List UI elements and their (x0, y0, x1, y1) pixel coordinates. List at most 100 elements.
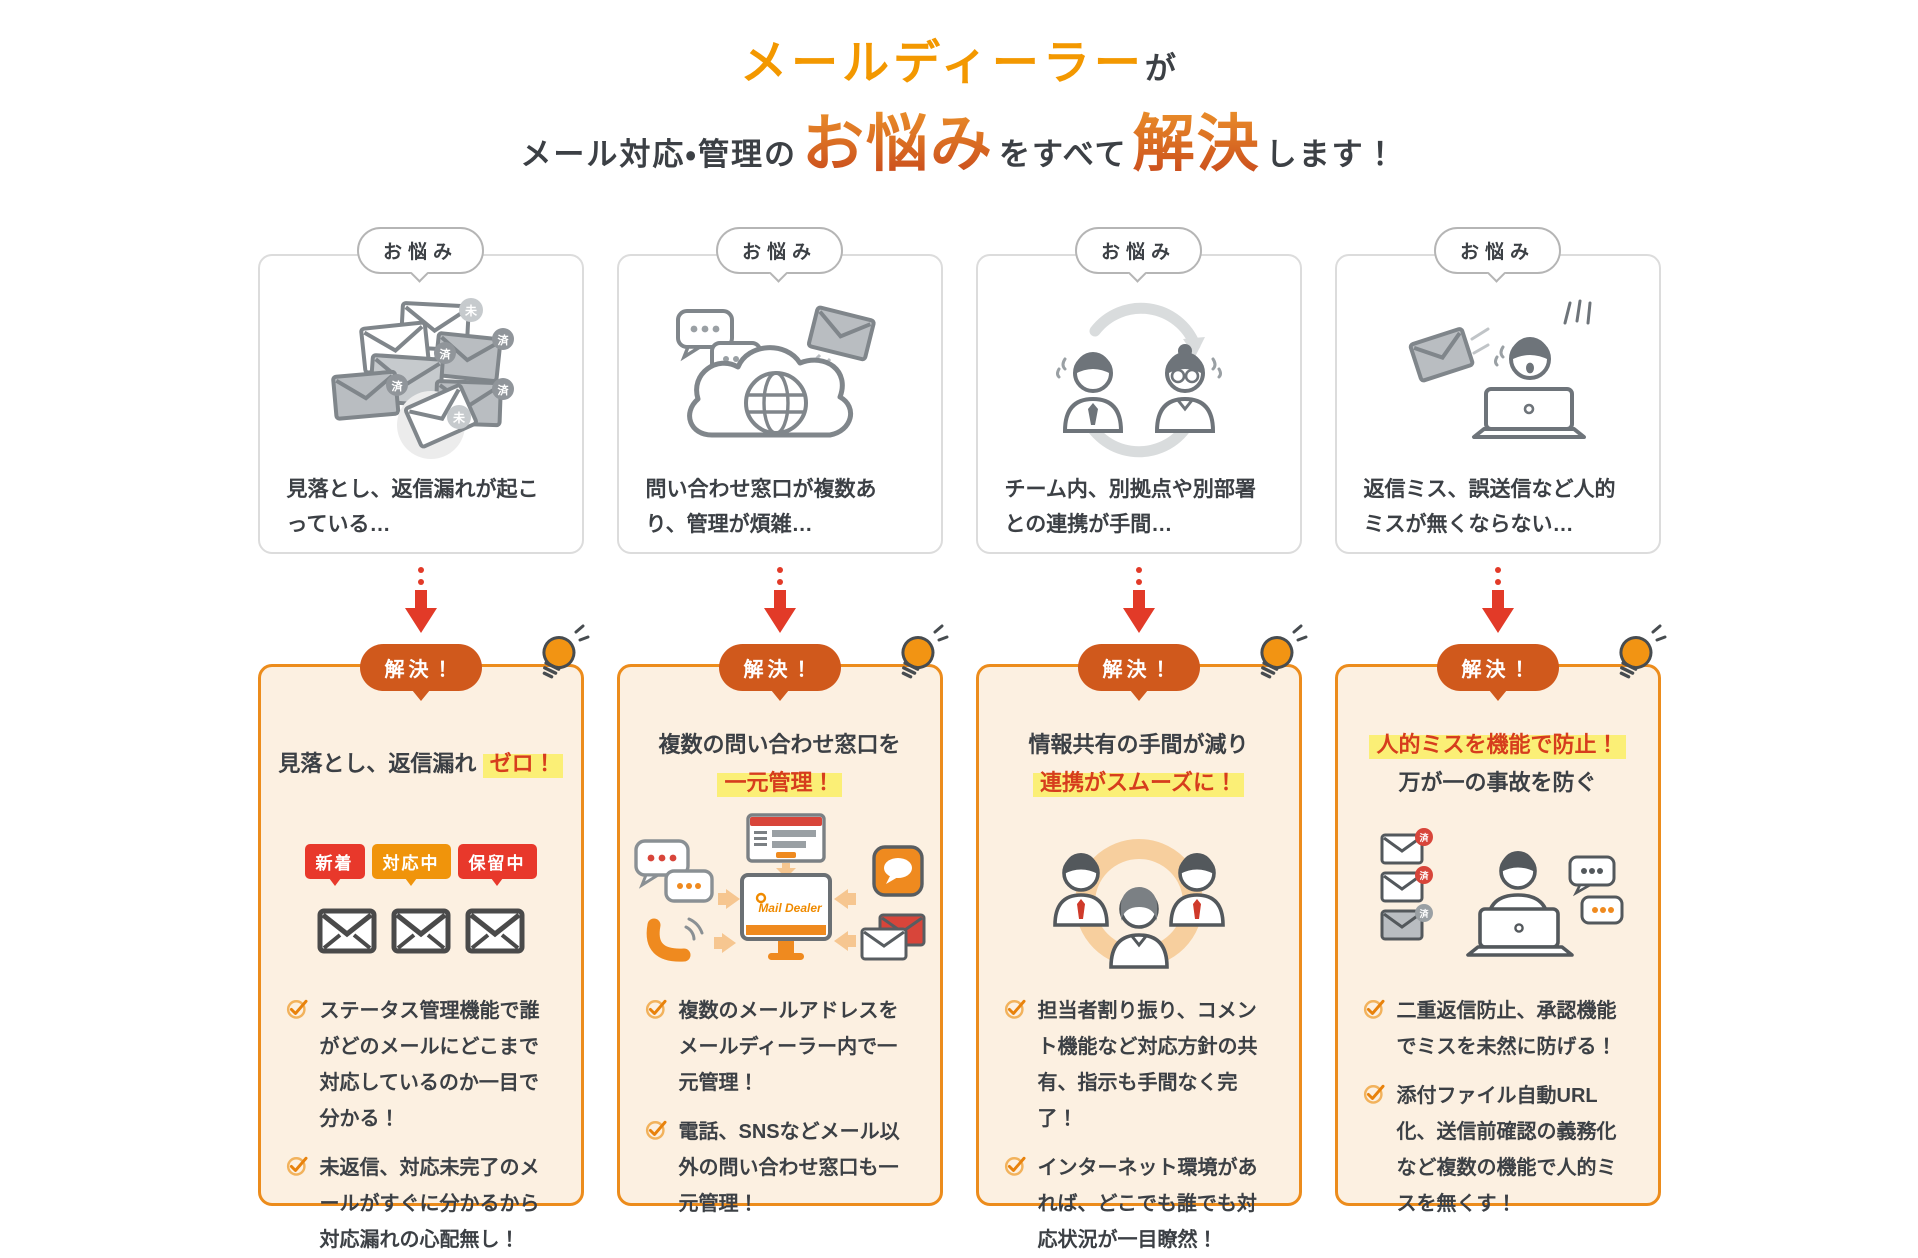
check-circle-icon (645, 999, 667, 1019)
problem-badge: お悩み (1433, 227, 1561, 283)
unread-badge: 未 (451, 410, 464, 425)
check-circle-icon (286, 999, 308, 1019)
solution-title-highlight: 連携がスムーズに！ (1033, 770, 1244, 797)
column-multiple-channels: お悩み (616, 227, 948, 1215)
done-badge: 済 (1419, 870, 1429, 881)
benefit-text: ステータス管理機能で誰がどのメールにどこまで対応しているのか一目で分かる！ (319, 1000, 540, 1130)
problem-badge-label: お悩み (382, 242, 458, 263)
envelope-icon (317, 908, 376, 954)
problem-card: 未 済 済 済 済 未 見落とし、返信漏れ (257, 254, 584, 554)
connector (404, 554, 438, 638)
status-badge-row: 新着 対応中 保留中 (304, 844, 537, 886)
benefit-item: 二重返信防止、承認機能でミスを未然に防げる！ (1361, 993, 1635, 1065)
dot (417, 579, 424, 585)
cloud-channels-illustration (670, 294, 890, 464)
dot (1494, 567, 1501, 573)
solution-badge-label: 解決！ (1461, 659, 1534, 681)
problem-text: 返信ミス、誤送信など人的ミスが無くならない… (1363, 478, 1616, 537)
status-badge-label: 対応中 (382, 854, 440, 873)
status-badge-inprogress: 対応中 (371, 844, 451, 886)
benefit-item: 未返信、対応未完了のメールがすぐに分かるから対応漏れの心配無し！ (284, 1150, 558, 1258)
speech-bubble-tail (411, 690, 430, 701)
benefit-text: インターネット環境があれば、どこでも誰でも対応状況が一目瞭然！ (1037, 1157, 1258, 1251)
solution-badge: 解決！ (1077, 644, 1200, 701)
envelope-pile-icon: 未 済 済 済 済 未 (330, 298, 514, 459)
problem-badge-label: お悩み (741, 242, 817, 263)
status-badge-onhold: 保留中 (457, 844, 537, 886)
status-badge-label: 保留中 (468, 854, 526, 873)
check-circle-icon (1363, 999, 1385, 1019)
solution-title-highlight: ゼロ！ (482, 751, 563, 779)
solution-card: 解決！ 複数の問い合わせ窓口を 一元管理！ (616, 624, 948, 1215)
problem-text: 問い合わせ窓口が複数あり、管理が煩雑… (645, 478, 877, 537)
solution-title: 見落とし、返信漏れ ゼロ！ (261, 721, 581, 807)
lightbulb-icon (1259, 624, 1307, 679)
cloud-globe-icon (675, 305, 876, 438)
check-circle-icon (1004, 1156, 1026, 1176)
red-arrow-down-icon (763, 590, 796, 633)
benefit-list: ステータス管理機能で誰がどのメールにどこまで対応しているのか一目で分かる！ 未返… (261, 993, 581, 1258)
unread-badge: 未 (463, 303, 476, 318)
problem-badge: お悩み (715, 227, 843, 283)
solution-badge: 解決！ (359, 644, 482, 701)
header-line2-pre: メール対応・管理の (520, 137, 797, 172)
connector (1122, 554, 1156, 638)
connector (1481, 554, 1515, 638)
problem-text: 見落とし、返信漏れが起こっている… (286, 478, 539, 537)
brand-name: メールディーラー (740, 36, 1145, 89)
solution-card: 解決！ 見落とし、返信漏れ ゼロ！ 新着 対応中 保留中 (257, 624, 589, 1251)
solution-card: 解決！ 人的ミスを機能で防止！ 万が一の事故を防ぐ 済 済 (1334, 624, 1666, 1215)
problem-badge-label: お悩み (1459, 242, 1535, 263)
solution-title: 情報共有の手間が減り 連携がスムーズに！ (979, 721, 1299, 807)
column-human-error: お悩み (1334, 227, 1666, 1215)
header-big-onayami: お悩み (797, 93, 999, 183)
speech-bubble-tail (1488, 690, 1507, 701)
dot (1135, 579, 1142, 585)
benefit-item: 複数のメールアドレスをメールディーラー内で一元管理！ (643, 993, 917, 1101)
benefit-text: 電話、SNSなどメール以外の問い合わせ窓口も一元管理！ (678, 1121, 900, 1215)
done-badge: 済 (497, 333, 509, 347)
speech-bubble-tail (770, 690, 789, 701)
team-sync-illustration (1029, 294, 1249, 464)
benefit-list: 複数のメールアドレスをメールディーラー内で一元管理！ 電話、SNSなどメール以外… (620, 993, 940, 1222)
column-team-coordination: お悩み (975, 227, 1307, 1251)
panic-laptop-icon (1408, 299, 1591, 439)
panic-person-illustration (1388, 294, 1608, 464)
lightbulb-icon (1618, 624, 1666, 679)
problem-card: 問い合わせ窓口が複数あり、管理が煩雑… (616, 254, 943, 554)
benefit-list: 担当者割り振り、コメント機能など対応方針の共有、指示も手間なく完了！ インターネ… (979, 993, 1299, 1258)
header-line2-post: します！ (1265, 137, 1398, 172)
done-badge: 済 (391, 379, 403, 393)
section-header: メールディーラーが メール対応・管理のお悩みをすべて解決します！ (0, 0, 1918, 183)
solution-title-plain: 万が一の事故を防ぐ (1398, 770, 1597, 795)
benefit-item: 担当者割り振り、コメント機能など対応方針の共有、指示も手間なく完了！ (1002, 993, 1276, 1137)
error-prevention-illustration: 済 済 済 (1338, 807, 1658, 991)
red-arrow-down-icon (1481, 590, 1514, 633)
benefit-text: 添付ファイル自動URL化、送信前確認の義務化など複数の機能で人的ミスを無くす！ (1396, 1085, 1617, 1215)
column-missed-replies: お悩み 未 済 済 済 済 (257, 227, 589, 1251)
problem-badge-label: お悩み (1100, 242, 1176, 263)
done-badge: 済 (1419, 908, 1429, 919)
solution-title-highlight: 一元管理！ (717, 770, 842, 797)
check-circle-icon (286, 1156, 308, 1176)
status-badge-new: 新着 (304, 844, 365, 886)
envelope-icon (465, 908, 524, 954)
check-circle-icon (645, 1120, 667, 1140)
benefit-list: 二重返信防止、承認機能でミスを未然に防げる！ 添付ファイル自動URL化、送信前確… (1338, 993, 1658, 1222)
benefit-item: ステータス管理機能で誰がどのメールにどこまで対応しているのか一目で分かる！ (284, 993, 558, 1137)
dot (776, 579, 783, 585)
problem-badge: お悩み (356, 227, 484, 283)
benefit-item: 電話、SNSなどメール以外の問い合わせ窓口も一元管理！ (643, 1114, 917, 1222)
solution-title-plain: 情報共有の手間が減り (1028, 732, 1249, 758)
header-big-kaiketsu: 解決 (1128, 93, 1266, 183)
envelope-pile-illustration: 未 済 済 済 済 未 (311, 294, 531, 464)
dot (776, 567, 783, 573)
benefit-text: 複数のメールアドレスをメールディーラー内で一元管理！ (678, 1000, 899, 1094)
envelope-row (317, 908, 525, 954)
problem-badge: お悩み (1074, 227, 1202, 283)
solution-badge: 解決！ (1436, 644, 1559, 701)
solution-title: 人的ミスを機能で防止！ 万が一の事故を防ぐ (1338, 721, 1658, 807)
solution-badge-label: 解決！ (743, 659, 816, 681)
solution-title-plain: 複数の問い合わせ窓口を (658, 732, 901, 758)
